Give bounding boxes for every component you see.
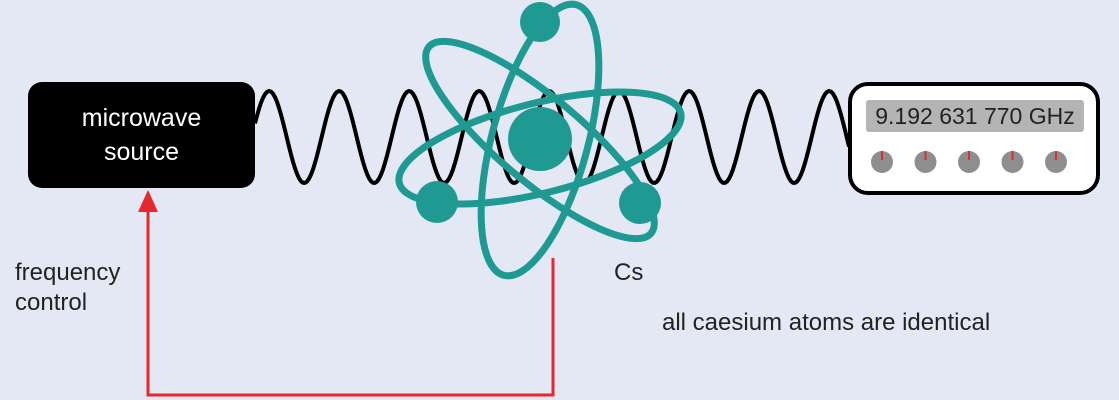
knob[interactable] (958, 151, 980, 173)
knob[interactable] (914, 151, 937, 173)
frequency-control-line2: control (15, 289, 88, 316)
electron (416, 181, 458, 223)
electron (520, 2, 560, 42)
knob[interactable] (871, 151, 893, 173)
orbit (422, 37, 658, 243)
orbit (477, 0, 603, 280)
source-label-line1: microwave (81, 104, 202, 132)
frequency-control-line1: frequency (15, 259, 121, 286)
orbit (395, 88, 685, 208)
nucleus (508, 107, 572, 171)
atom-symbol: Cs (614, 259, 644, 286)
knob[interactable] (1045, 151, 1067, 173)
caption: all caesium atoms are identical (662, 309, 991, 336)
frequency-counter: 9.192 631 770 GHz (848, 82, 1100, 195)
caesium-atom-icon (395, 0, 685, 280)
arrowhead (138, 190, 158, 212)
knobs (871, 151, 1067, 173)
microwave-source-box: microwave source (28, 82, 255, 188)
frequency-control-label: frequency control (15, 258, 120, 318)
frequency-display: 9.192 631 770 GHz (866, 100, 1084, 132)
electron (619, 182, 661, 224)
feedback-arrow (146, 210, 555, 397)
knob[interactable] (1001, 151, 1024, 173)
source-label-line2: source (103, 138, 180, 166)
